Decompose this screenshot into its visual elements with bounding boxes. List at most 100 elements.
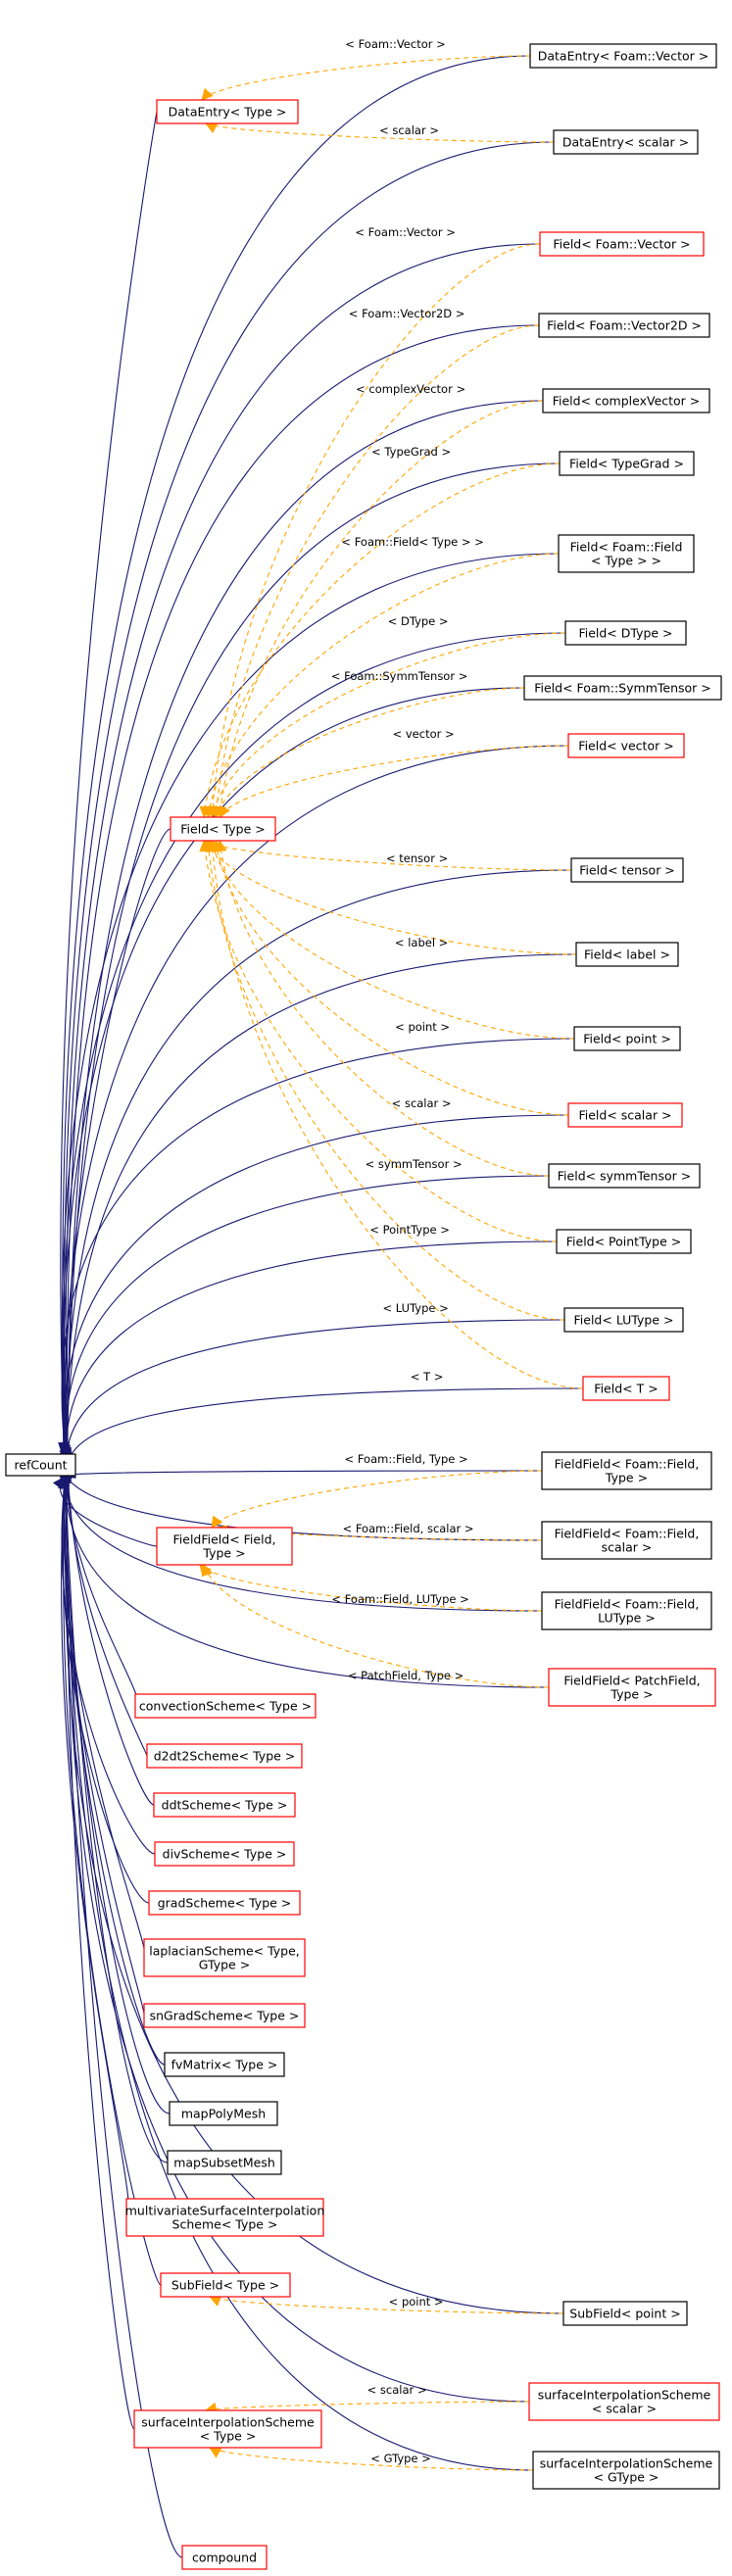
- class-node-f_pointtype[interactable]: Field< PointType >: [556, 1229, 692, 1254]
- class-node-f_typegrad[interactable]: Field< TypeGrad >: [559, 451, 695, 476]
- class-node-ff_lutype[interactable]: FieldField< Foam::Field,LUType >: [541, 1591, 712, 1630]
- node-label: laplacianScheme< Type,: [149, 1944, 300, 1959]
- node-label: surfaceInterpolationScheme: [538, 2388, 711, 2403]
- class-node-ff_scalar[interactable]: FieldField< Foam::Field,scalar >: [541, 1521, 712, 1560]
- node-box: [133, 2409, 322, 2449]
- edge-label-f_fvector: < Foam::Vector >: [355, 225, 455, 239]
- node-label: snGradScheme< Type >: [150, 2009, 300, 2023]
- class-node-f_label[interactable]: Field< label >: [575, 942, 679, 967]
- node-label: FieldField< PatchField,: [563, 1674, 700, 1688]
- node-label: surfaceInterpolationScheme: [141, 2415, 315, 2430]
- node-label: Type >: [202, 1546, 245, 1561]
- node-box: [156, 1527, 293, 1566]
- class-node-de_vector[interactable]: DataEntry< Foam::Vector >: [529, 43, 717, 69]
- edge-label-f_complexvector: < complexVector >: [356, 382, 465, 396]
- class-node-de_type[interactable]: DataEntry< Type >: [156, 99, 299, 124]
- inheritance-edge-field_type: [58, 828, 171, 1455]
- class-node-mapsubsetmesh[interactable]: mapSubsetMesh: [167, 2150, 282, 2175]
- node-box: [556, 1229, 692, 1254]
- class-node-div[interactable]: divScheme< Type >: [154, 1841, 295, 1867]
- node-box: [570, 857, 684, 883]
- node-label: Field< T >: [594, 1382, 658, 1396]
- node-label: scalar >: [602, 1540, 653, 1555]
- template-edge-ff_patchfield: [201, 1563, 550, 1688]
- root-node-refcount[interactable]: refCount: [5, 1453, 76, 1477]
- class-node-ff_type[interactable]: FieldField< Foam::Field,Type >: [541, 1451, 712, 1490]
- class-node-laplacian[interactable]: laplacianScheme< Type,GType >: [143, 1938, 306, 1977]
- node-box: [541, 1591, 712, 1630]
- class-node-f_tensor[interactable]: Field< tensor >: [570, 857, 684, 883]
- class-node-sis_gtype[interactable]: surfaceInterpolationScheme< GType >: [532, 2451, 720, 2490]
- node-label: FieldField< Foam::Field,: [555, 1527, 700, 1541]
- class-node-fvmatrix[interactable]: fvMatrix< Type >: [164, 2052, 285, 2077]
- class-node-f_t[interactable]: Field< T >: [582, 1376, 670, 1401]
- class-node-f_dtype[interactable]: Field< DType >: [564, 620, 687, 646]
- class-node-f_lutype[interactable]: Field< LUType >: [563, 1307, 684, 1333]
- edge-label-f_label: < label >: [395, 936, 448, 949]
- edge-label-f_foamfield: < Foam::Field< Type > >: [341, 535, 483, 549]
- class-node-f_vector[interactable]: Field< vector >: [567, 733, 685, 758]
- class-node-f_symmtensor_foam[interactable]: Field< Foam::SymmTensor >: [523, 675, 722, 701]
- class-node-compound[interactable]: compound: [181, 2545, 268, 2570]
- template-edge-f_point: [208, 839, 575, 1040]
- class-node-fieldfield[interactable]: FieldField< Field,Type >: [156, 1527, 293, 1566]
- node-label: GType >: [199, 1958, 250, 1972]
- class-node-ddt[interactable]: ddtScheme< Type >: [153, 1792, 296, 1818]
- class-node-f_scalar[interactable]: Field< scalar >: [567, 1102, 683, 1128]
- class-node-multivariate[interactable]: multivariateSurfaceInterpolationScheme< …: [125, 2198, 325, 2237]
- template-edge-f_vector2d: [211, 324, 540, 819]
- node-label: Field< vector >: [578, 739, 673, 753]
- node-label: refCount: [14, 1458, 67, 1473]
- inheritance-edge-ff_type: [63, 1467, 543, 1480]
- template-edge-f_label: [206, 839, 577, 955]
- inheritance-edges: [52, 55, 584, 2558]
- template-edge-f_complexvector: [215, 400, 544, 819]
- class-node-convection[interactable]: convectionScheme< Type >: [134, 1693, 317, 1719]
- class-node-subfield_point[interactable]: SubField< point >: [562, 2301, 688, 2326]
- class-node-subfield[interactable]: SubField< Type >: [160, 2272, 291, 2298]
- edge-label-de_scalar: < scalar >: [379, 123, 439, 137]
- class-node-f_fvector[interactable]: Field< Foam::Vector >: [539, 231, 705, 257]
- edge-label-f_point: < point >: [395, 1020, 450, 1034]
- node-label: Field< tensor >: [579, 863, 675, 878]
- class-node-sis_scalar[interactable]: surfaceInterpolationScheme< scalar >: [528, 2382, 720, 2421]
- node-label: DataEntry< scalar >: [562, 135, 689, 150]
- template-edge-f_foamfield: [203, 553, 560, 819]
- node-box: [529, 43, 717, 69]
- inheritance-edge-f_complexvector: [61, 400, 544, 1467]
- edge-label-ff_lutype: < Foam::Field, LUType >: [331, 1592, 468, 1606]
- class-node-sis_type[interactable]: surfaceInterpolationScheme< Type >: [133, 2409, 322, 2449]
- class-node-sngrad[interactable]: snGradScheme< Type >: [143, 2003, 306, 2028]
- node-box: [528, 2382, 720, 2421]
- inheritance-edge-de_vector: [58, 55, 531, 1457]
- class-node-de_scalar[interactable]: DataEntry< scalar >: [553, 129, 699, 155]
- node-label: Type >: [605, 1471, 648, 1485]
- class-node-grad[interactable]: gradScheme< Type >: [148, 1890, 301, 1916]
- class-node-f_foamfield[interactable]: Field< Foam::Field< Type > >: [558, 534, 695, 573]
- node-box: [548, 1668, 716, 1707]
- node-label: mapPolyMesh: [181, 2107, 266, 2121]
- inheritance-edge-sis_gtype: [60, 1469, 534, 2471]
- node-box: [539, 231, 705, 257]
- class-node-d2dt2[interactable]: d2dt2Scheme< Type >: [146, 1743, 303, 1769]
- edge-label-f_t: < T >: [411, 1370, 444, 1384]
- class-node-f_symmtensor[interactable]: Field< symmTensor >: [548, 1163, 701, 1189]
- inheritance-edge-sis_type: [60, 1466, 135, 2430]
- node-box: [5, 1453, 76, 1477]
- class-node-f_complexvector[interactable]: Field< complexVector >: [542, 388, 710, 413]
- inheritance-edge-f_symmtensor: [60, 1175, 550, 1467]
- edge-labels: < Foam::Vector >< scalar >< Foam::Vector…: [331, 37, 484, 2465]
- inheritance-edge-f_vector2d: [61, 324, 540, 1465]
- inheritance-edge-sis_scalar: [61, 1464, 530, 2403]
- node-label: < Type > >: [591, 554, 661, 568]
- node-box: [143, 1938, 306, 1977]
- class-node-f_vector2d[interactable]: Field< Foam::Vector2D >: [538, 313, 710, 338]
- class-node-f_point[interactable]: Field< point >: [573, 1026, 681, 1051]
- class-node-field_type[interactable]: Field< Type >: [170, 816, 276, 842]
- node-label: mapSubsetMesh: [173, 2156, 275, 2170]
- edge-label-f_tensor: < tensor >: [386, 851, 448, 865]
- edge-label-f_symmtensor_foam: < Foam::SymmTensor >: [331, 669, 468, 683]
- node-label: Field< Foam::Field: [570, 540, 683, 555]
- class-node-mappolymesh[interactable]: mapPolyMesh: [169, 2101, 278, 2126]
- class-node-ff_patchfield[interactable]: FieldField< PatchField,Type >: [548, 1668, 716, 1707]
